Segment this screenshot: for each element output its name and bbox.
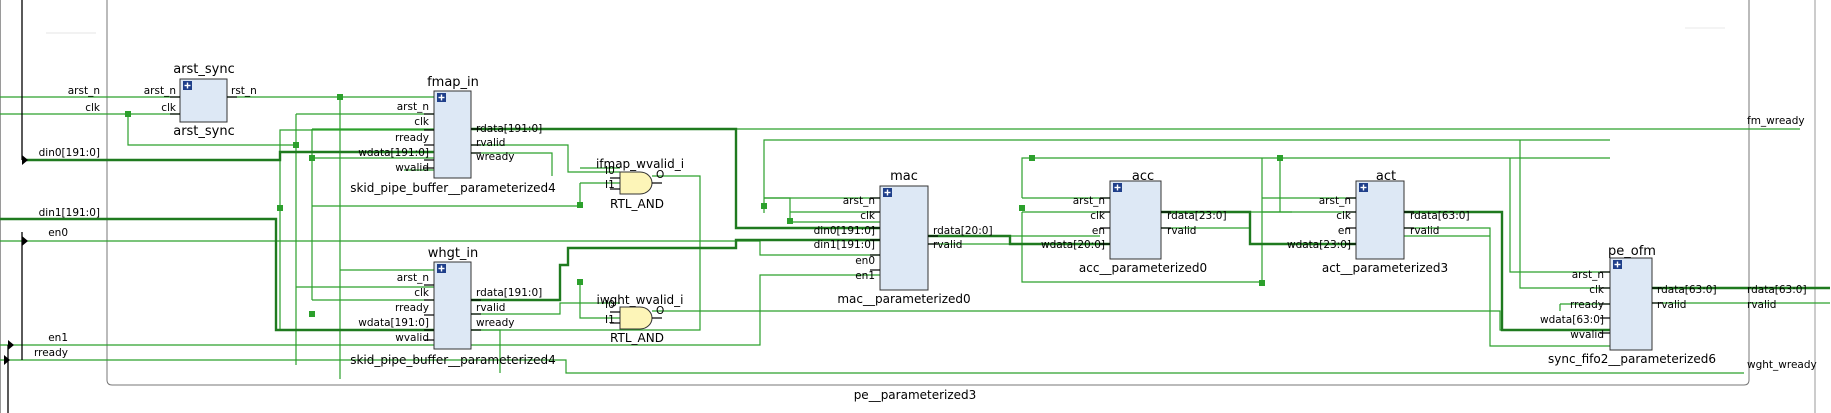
pin-stubs	[170, 96, 1662, 341]
pe-ofm-pin-rvalid: rvalid	[1657, 299, 1687, 311]
fmap-in-pin-wvalid: wvalid	[395, 162, 429, 174]
bus-wires[interactable]	[0, 127, 1830, 332]
fmap-in-pin-arst-n: arst_n	[396, 101, 429, 113]
mac-subtitle: mac__parameterized0	[837, 292, 971, 306]
fmap-in-title: fmap_in	[427, 75, 479, 90]
gate-stubs	[610, 177, 662, 324]
acc-pin-clk: clk	[1090, 210, 1105, 222]
port-rready[interactable]: rready	[34, 347, 68, 359]
arst-sync-pin-rst-n: rst_n	[231, 85, 257, 97]
whgt-in-pin-clk: clk	[414, 287, 429, 299]
iwght-gate-title: iwght_wvalid_i	[596, 293, 684, 307]
fmap-in-subtitle: skid_pipe_buffer__parameterized4	[350, 181, 556, 195]
port-wght-wready[interactable]: wght_wready	[1747, 359, 1817, 371]
acc-pin-arst-n: arst_n	[1072, 195, 1105, 207]
acc-title: acc	[1131, 169, 1155, 184]
act-subtitle: act__parameterized3	[1321, 261, 1449, 275]
pe-ofm-subtitle: sync_fifo2__parameterized6	[1548, 352, 1716, 366]
pe-ofm-pin-clk: clk	[1589, 284, 1604, 296]
fmap-in-pin-rvalid: rvalid	[476, 137, 506, 149]
whgt-in-pin-rdata: rdata[191:0]	[476, 287, 543, 299]
fmap-in-pin-wready: wready	[476, 151, 515, 163]
pe-ofm-title: pe_ofm	[1608, 244, 1656, 259]
expand-icons[interactable]	[183, 81, 1622, 273]
whgt-in-pin-wvalid: wvalid	[395, 332, 429, 344]
junction-dots	[125, 94, 1283, 317]
ifmap-gate-pin-o: O	[656, 169, 665, 181]
port-din1[interactable]: din1[191:0]	[38, 207, 100, 219]
whgt-in-subtitle: skid_pipe_buffer__parameterized4	[350, 353, 556, 367]
ifmap-gate-pin-i0: I0	[605, 165, 615, 177]
port-din0[interactable]: din0[191:0]	[38, 147, 100, 159]
act-title: act	[1375, 169, 1397, 184]
acc-pin-en: en	[1091, 225, 1105, 237]
arst-sync-pin-arst-n: arst_n	[143, 85, 176, 97]
acc-pin-wdata: wdata[20:0]	[1040, 239, 1105, 251]
port-rvalid-out[interactable]: rvalid	[1747, 299, 1777, 311]
fmap-in-pin-rready: rready	[395, 132, 429, 144]
mac-pin-clk: clk	[860, 210, 875, 222]
iwght-gate-pin-o: O	[656, 305, 665, 317]
whgt-in-pin-wready: wready	[476, 317, 515, 329]
act-pin-arst-n: arst_n	[1318, 195, 1351, 207]
act-pin-clk: clk	[1336, 210, 1351, 222]
mac-pin-din1: din1[191:0]	[813, 239, 875, 251]
fmap-in-pin-rdata: rdata[191:0]	[476, 123, 543, 135]
act-pin-en: en	[1337, 225, 1351, 237]
mac-pin-en0: en0	[855, 255, 875, 267]
ifmap-gate-type: RTL_AND	[610, 197, 664, 211]
pe-ofm-pin-arst-n: arst_n	[1571, 269, 1604, 281]
port-fm-wready[interactable]: fm_wready	[1747, 115, 1805, 127]
port-en0[interactable]: en0	[48, 227, 68, 239]
fmap-in-pin-clk: clk	[414, 116, 429, 128]
whgt-in-title: whgt_in	[427, 246, 479, 261]
port-en1[interactable]: en1	[48, 332, 68, 344]
whgt-in-pin-wdata: wdata[191:0]	[358, 317, 429, 329]
mac-pin-en1: en1	[855, 270, 875, 282]
mac-pin-arst-n: arst_n	[842, 195, 875, 207]
fmap-in-pin-wdata: wdata[191:0]	[358, 147, 429, 159]
arst-sync-title: arst_sync	[173, 62, 235, 77]
pe-ofm-pin-wvalid: wvalid	[1570, 329, 1604, 341]
whgt-in-pin-arst-n: arst_n	[396, 272, 429, 284]
port-clk[interactable]: clk	[85, 102, 100, 114]
iwght-gate-pin-i0: I0	[605, 299, 615, 311]
acc-pin-rvalid: rvalid	[1167, 225, 1197, 237]
module-blocks[interactable]	[179, 78, 1653, 351]
pe-ofm-pin-wdata: wdata[63:0]	[1539, 314, 1604, 326]
top-module-label: pe__parameterized3	[853, 388, 977, 402]
ifmap-gate-pin-i1: I1	[605, 179, 615, 191]
left-port-lines	[7, 0, 23, 413]
iwght-gate-type: RTL_AND	[610, 331, 664, 345]
port-arrows	[4, 155, 28, 365]
port-arst-n[interactable]: arst_n	[67, 85, 100, 97]
acc-subtitle: acc__parameterized0	[1078, 261, 1208, 275]
and-gates[interactable]	[619, 171, 653, 330]
act-pin-wdata: wdata[23:0]	[1286, 239, 1351, 251]
act-pin-rvalid: rvalid	[1410, 225, 1440, 237]
pe-ofm-pin-rdata: rdata[63:0]	[1657, 284, 1717, 296]
mac-pin-rvalid: rvalid	[933, 239, 963, 251]
mac-pin-rdata: rdata[20:0]	[933, 225, 993, 237]
whgt-in-pin-rready: rready	[395, 302, 429, 314]
arst-sync-subtitle: arst_sync	[173, 124, 235, 139]
iwght-gate-pin-i1: I1	[605, 314, 615, 326]
port-rdata-out[interactable]: rdata[63:0]	[1747, 284, 1807, 296]
pe-ofm-pin-rready: rready	[1570, 299, 1604, 311]
acc-pin-rdata: rdata[23:0]	[1167, 210, 1227, 222]
arst-sync-pin-clk: clk	[161, 102, 176, 114]
top-module-boundary[interactable]	[106, 0, 1750, 386]
ifmap-gate-title: ifmap_wvalid_i	[595, 157, 685, 171]
mac-pin-din0: din0[191:0]	[813, 225, 875, 237]
whgt-in-pin-rvalid: rvalid	[476, 302, 506, 314]
act-pin-rdata: rdata[63:0]	[1410, 210, 1470, 222]
mac-title: mac	[890, 169, 918, 184]
